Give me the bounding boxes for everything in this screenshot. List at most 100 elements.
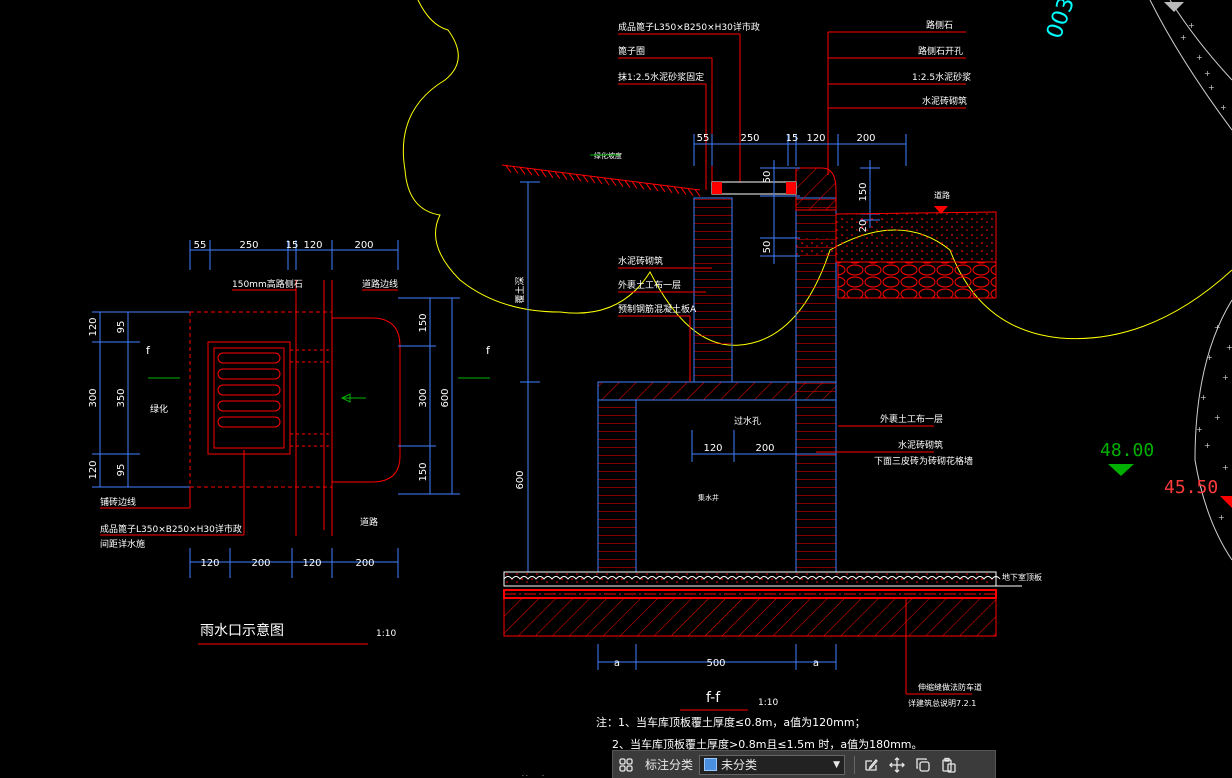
svg-text:·: ·: [542, 773, 544, 778]
section-label-overflow: 过水孔: [734, 415, 761, 427]
plan-dim-left-300: 300: [88, 388, 99, 407]
plan-dim-bottom-120a: 120: [200, 558, 219, 569]
plan-dim-bottom-200b: 200: [355, 558, 374, 569]
category-dropdown[interactable]: 未分类 ▼: [699, 754, 846, 775]
plan-dim-right-600: 600: [440, 388, 451, 407]
plan-label-road: 道路: [360, 516, 378, 528]
plan-dim-right-150b: 150: [418, 462, 429, 481]
chevron-down-icon: ▼: [833, 759, 841, 770]
section-label-brick: 水泥砖砌筑: [618, 255, 663, 267]
plan-dim-bottom-120b: 120: [302, 558, 321, 569]
plus-mark: +: [1204, 69, 1211, 78]
corner-text: 003m: [1042, 0, 1087, 42]
plus-mark: +: [1222, 463, 1229, 472]
plus-mark: +: [1214, 413, 1221, 422]
section-label-sump: 集水井: [698, 493, 719, 502]
plan-cut-f-right: f: [486, 344, 491, 357]
section-dim-top-120: 120: [806, 133, 825, 144]
plan-label-paving-edge: 铺砖边线: [100, 496, 136, 508]
section-note-mortar-fix: 抹1:2.5水泥砂浆固定: [618, 71, 704, 83]
section-view: 成品篦子L350×B250×H30详市政 篦子圈 抹1:2.5水泥砂浆固定 路侧…: [501, 19, 1042, 751]
note-line-1: 注：1、当车库顶板覆土厚度≤0.8m，a值为120mm；: [596, 715, 866, 729]
plan-dim-left-120b: 120: [88, 460, 99, 479]
plus-mark: +: [1208, 83, 1215, 92]
section-label-brick2: 水泥砖砌筑: [898, 439, 943, 451]
plan-dim-left-350: 350: [116, 388, 127, 407]
svg-text:· ·: · ·: [522, 773, 528, 778]
section-dim-50b: 50: [762, 241, 773, 254]
section-dim-top-250: 250: [740, 133, 759, 144]
section-note-brick: 水泥砖砌筑: [922, 95, 967, 107]
elevation-green: 48.00: [1100, 440, 1154, 461]
section-label-soil-depth: 覆土深: [514, 276, 526, 303]
plan-dim-right-300: 300: [418, 388, 429, 407]
section-note-curb: 路侧石: [926, 19, 953, 31]
plan-label-green: 绿化: [150, 403, 168, 415]
category-dropdown-value: 未分类: [721, 758, 758, 772]
section-label-road: 道路: [934, 190, 950, 200]
section-label-fire-lane2: 详建筑总说明7.2.1: [908, 698, 976, 708]
section-note-grate: 成品篦子L350×B250×H30详市政: [618, 21, 760, 33]
plan-scale: 1:10: [376, 629, 396, 639]
plus-mark: +: [1188, 21, 1195, 30]
section-dim-bottom-a1: a: [614, 658, 620, 669]
plan-dim-left-95b: 95: [116, 464, 127, 477]
plan-dim-top-120: 120: [303, 240, 322, 251]
plan-dim-top-250: 250: [239, 240, 258, 251]
section-dim-mid-120: 120: [703, 443, 722, 454]
section-label-precast: 预制钢筋混凝土板A: [618, 303, 697, 315]
section-label-basement-roof: 地下室顶板: [1002, 572, 1042, 582]
plan-title: 雨水口示意图: [200, 622, 284, 639]
corner-marker: [1164, 2, 1184, 12]
right-edge-curve: [1149, 0, 1232, 131]
plus-mark: +: [1222, 373, 1229, 382]
category-color-swatch: [704, 758, 718, 771]
edit-icon[interactable]: [858, 753, 884, 777]
base-wave-line: [503, 576, 1001, 580]
right-edge-curve-3: [1194, 299, 1232, 561]
section-dim-top-55: 55: [697, 133, 710, 144]
section-dim-50a: 50: [762, 171, 773, 184]
plus-mark: +: [1200, 393, 1207, 402]
plan-dim-top-15: 15: [286, 240, 299, 251]
plan-label-road-edge: 道路边线: [362, 278, 398, 290]
plus-mark: +: [1218, 513, 1225, 522]
slope-hatch: [505, 165, 701, 197]
copy-icon[interactable]: [910, 753, 936, 777]
section-dim-150: 150: [858, 182, 869, 201]
section-label-geotextile2: 外裹土工布一层: [880, 413, 943, 425]
paste-icon[interactable]: [936, 753, 962, 777]
section-note-curb-hole: 路侧石开孔: [918, 45, 963, 57]
section-note-mortar: 1:2.5水泥砂浆: [912, 71, 971, 83]
section-label-geotextile: 外裹土工布一层: [618, 279, 681, 291]
elevation-red-marker: [1220, 496, 1232, 508]
section-dim-mid-200: 200: [755, 443, 774, 454]
plan-label-curb: 150mm高路侧石: [232, 278, 303, 290]
plan-label-grate: 成品篦子L350×B250×H30详市政: [100, 523, 242, 535]
move-icon[interactable]: [884, 753, 910, 777]
section-note-grate-ring: 篦子圈: [618, 45, 645, 57]
section-dim-bottom-a2: a: [813, 658, 819, 669]
section-dim-top-200: 200: [856, 133, 875, 144]
category-label: 标注分类: [645, 758, 694, 772]
plan-dim-left-95a: 95: [116, 321, 127, 334]
plan-cut-f-left: f: [146, 344, 151, 357]
section-label-fire-lane1: 伸缩缝做法防车道: [918, 682, 982, 692]
plan-dim-top-200: 200: [354, 240, 373, 251]
elevation-red: 45.50: [1164, 477, 1218, 498]
plus-mark: +: [1196, 425, 1203, 434]
section-dim-top-15: 15: [786, 133, 799, 144]
plan-dim-left-120a: 120: [88, 317, 99, 336]
section-dim-600: 600: [515, 470, 526, 489]
grid-icon[interactable]: [613, 753, 639, 777]
annotation-category-toolbar: 标注分类 未分类 ▼: [612, 750, 996, 778]
right-edge-plus-marks: ++++++++++++++++: [1180, 21, 1232, 522]
plan-dim-right-150a: 150: [418, 313, 429, 332]
plan-view: 55 250 15 120 200: [88, 240, 491, 645]
section-dim-bottom-500: 500: [706, 658, 725, 669]
section-label-brick-note: 下面三皮砖为砖砌花格墙: [874, 455, 973, 467]
plus-mark: +: [1220, 103, 1227, 112]
plan-dim-top-55: 55: [194, 240, 207, 251]
plus-mark: +: [1206, 353, 1213, 362]
